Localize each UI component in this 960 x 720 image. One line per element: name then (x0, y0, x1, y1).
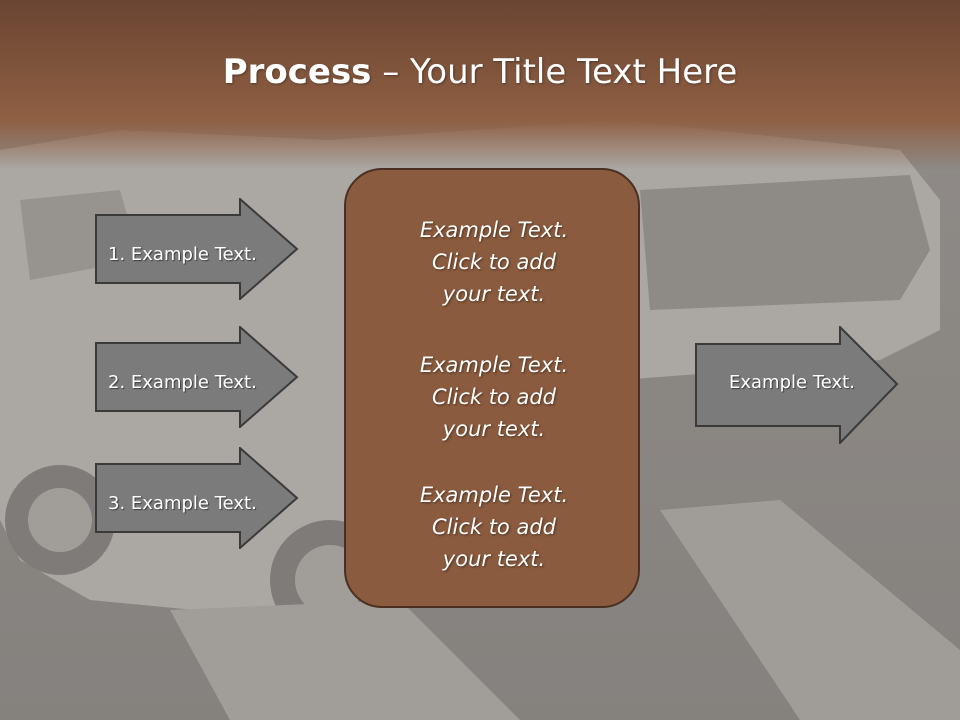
center-line: Click to add (431, 385, 556, 409)
center-line: your text. (442, 547, 546, 571)
center-line: your text. (442, 417, 546, 441)
center-line: Example Text. (419, 483, 569, 507)
left-arrow-2[interactable] (95, 326, 299, 428)
left-arrow-3[interactable] (95, 447, 299, 549)
center-line: Example Text. (419, 218, 569, 242)
center-text-block-2: Example Text. Click to add your text. (346, 349, 642, 445)
right-arrow-label: Example Text. (729, 372, 855, 393)
right-arrow[interactable] (695, 326, 899, 444)
left-arrow-1-label: 1. Example Text. (108, 244, 257, 265)
left-arrow-1[interactable] (95, 198, 299, 300)
title-bold: Process (222, 52, 372, 92)
center-text-block-1: Example Text. Click to add your text. (346, 214, 642, 310)
center-line: Click to add (431, 515, 556, 539)
center-text-block-3: Example Text. Click to add your text. (346, 479, 642, 575)
left-arrow-3-label: 3. Example Text. (108, 493, 257, 514)
center-line: Click to add (431, 250, 556, 274)
slide-title: Process – Your Title Text Here (0, 52, 960, 92)
center-line: Example Text. (419, 353, 569, 377)
title-rest: – Your Title Text Here (371, 52, 738, 92)
center-process-box[interactable]: Example Text. Click to add your text. Ex… (344, 168, 640, 608)
left-arrow-2-label: 2. Example Text. (108, 372, 257, 393)
center-line: your text. (442, 282, 546, 306)
